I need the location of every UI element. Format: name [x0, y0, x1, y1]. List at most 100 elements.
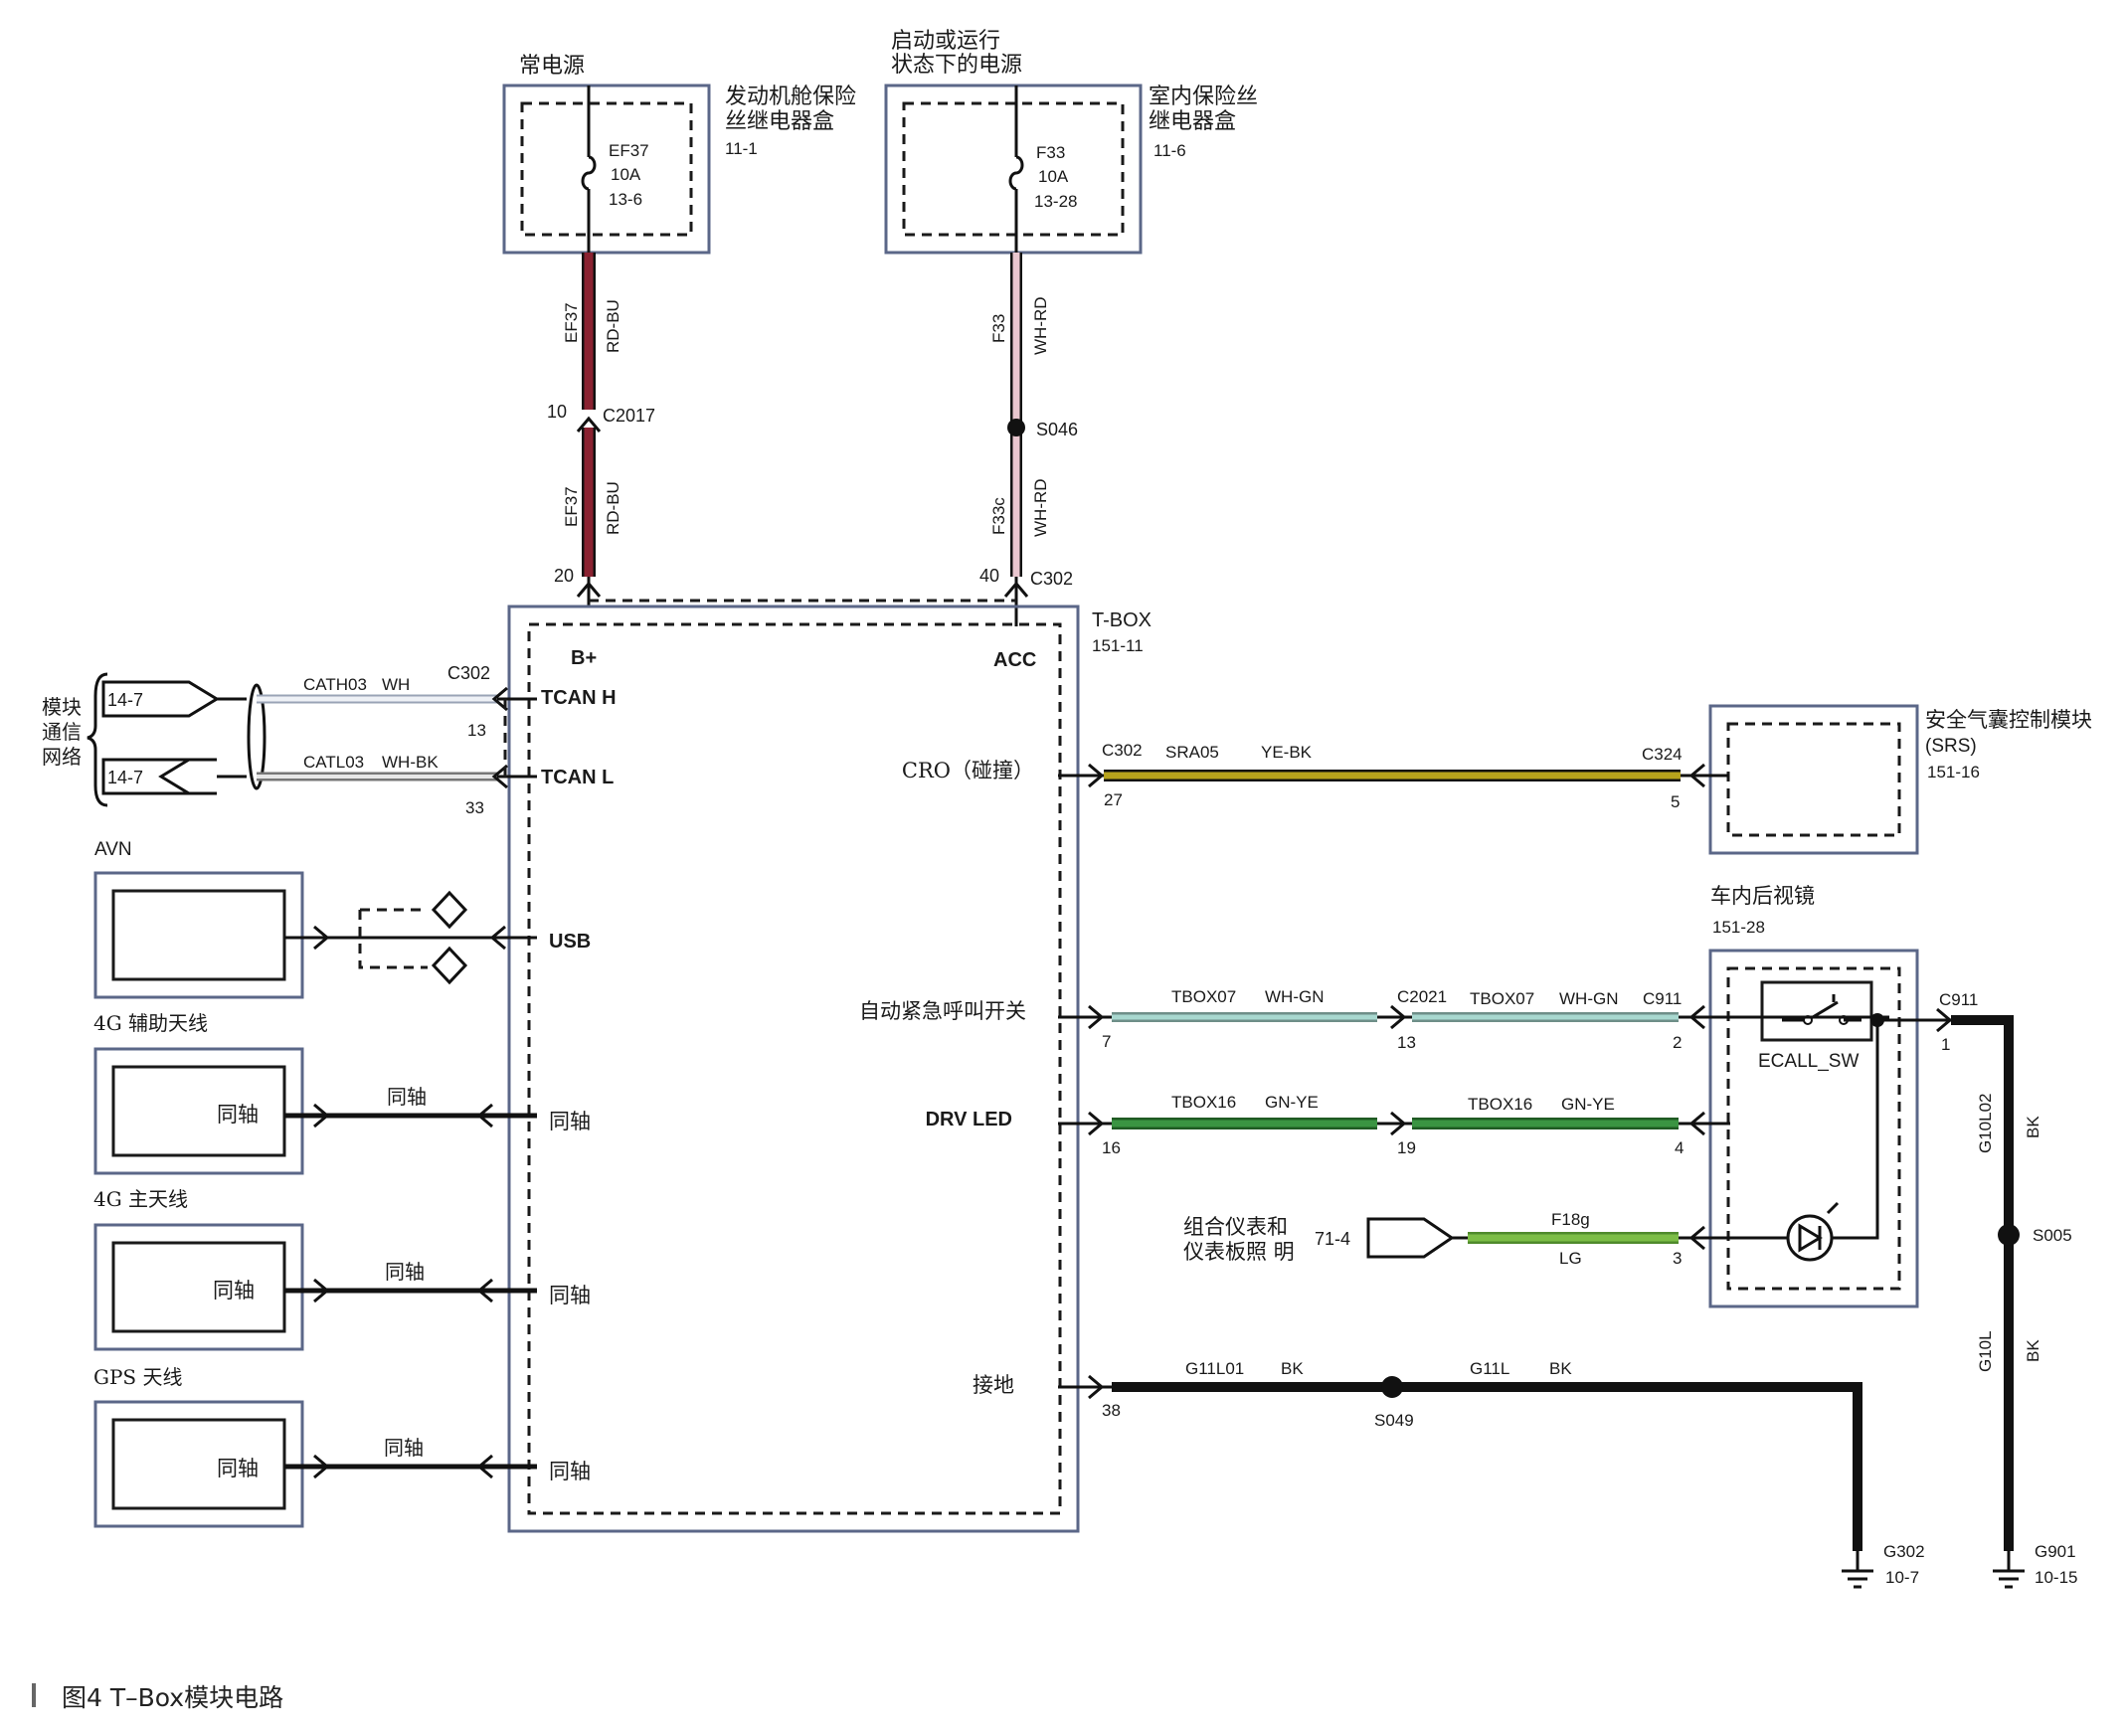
gps-antenna-module: GPS 天线 同轴 同轴: [93, 1365, 537, 1528]
led-circuit-a: TBOX16: [1171, 1093, 1236, 1112]
fuse2-name-line2: 继电器盒: [1149, 109, 1236, 134]
ecall-switch-box: [1760, 980, 1873, 1042]
ef37-lower-circuit: EF37: [562, 486, 581, 527]
aux-antenna-label: 4G 辅助天线: [93, 1011, 208, 1035]
can-l-pin: 33: [465, 798, 484, 817]
pin-acc: ACC: [993, 649, 1036, 671]
fuse2-inner-dash: [902, 101, 1125, 237]
mirror-module: 车内后视镜 151-28 ECALL_SW: [1708, 884, 1919, 1308]
main-antenna-label: 4G 主天线: [93, 1187, 188, 1211]
main-arrow-left-icon: [313, 1278, 330, 1303]
illum-ref: 71-4: [1315, 1229, 1350, 1249]
wire-ef37: EF37 RD-BU 10 C2017 EF37 RD-BU 20: [547, 253, 655, 607]
c911-arrow-icon: [1936, 1007, 1953, 1033]
ef37-lower-color: RD-BU: [604, 481, 622, 535]
gps-wire-label: 同轴: [384, 1436, 424, 1460]
tcan-h-arrow-icon: [491, 686, 508, 712]
drv-led-arrow-icon: [1088, 1111, 1105, 1136]
fuse1-supply-label: 常电源: [519, 54, 585, 79]
srs-module: 安全气囊控制模块 (SRS) 151-16 C302 27 SRA05 YE-B…: [1058, 704, 2092, 855]
gps-arrow-right-icon: [476, 1454, 493, 1479]
can-connector: C302: [447, 663, 490, 683]
tbox-outer-box: [507, 605, 1080, 1533]
srs-color: YE-BK: [1261, 743, 1313, 762]
pin-coax-1: 同轴: [549, 1110, 591, 1133]
pin-tcan-l: TCAN L: [541, 767, 614, 788]
fuse2-name-line1: 室内保险丝: [1149, 85, 1258, 109]
ecall-color-b: WH-GN: [1559, 989, 1618, 1008]
illum-color: LG: [1559, 1249, 1582, 1268]
illum-line1: 组合仪表和: [1183, 1215, 1288, 1239]
g901-label: G901: [2035, 1542, 2076, 1561]
main-antenna-module: 4G 主天线 同轴 同轴: [93, 1187, 537, 1351]
g901-ground-icon: [1993, 1551, 2025, 1589]
wire-drv-led: 16 TBOX16 GN-YE 19 TBOX16 GN-YE 4: [1058, 1093, 1730, 1157]
pin-coax-2: 同轴: [549, 1284, 591, 1307]
led-circuit-b: TBOX16: [1468, 1095, 1532, 1114]
led-mid-pin: 19: [1397, 1138, 1416, 1157]
tbox-ref: 151-11: [1092, 636, 1144, 655]
aux-inner-label: 同轴: [217, 1103, 259, 1127]
avn-label: AVN: [94, 839, 132, 860]
g302-ref: 10-7: [1885, 1568, 1919, 1587]
ground-color-b: BK: [1549, 1359, 1572, 1378]
s049-label: S049: [1374, 1411, 1414, 1430]
usb-shield-icon: [431, 946, 468, 985]
avn-module: AVN: [93, 839, 537, 999]
c302-top-label: C302: [1030, 569, 1073, 589]
fuse2-supply-line1: 启动或运行: [891, 29, 1000, 54]
ef37-upper-color: RD-BU: [604, 299, 622, 353]
g901-ref: 10-15: [2035, 1568, 2077, 1587]
g302-ground-icon: [1842, 1551, 1873, 1589]
fuse2-ref: 11-6: [1153, 141, 1186, 160]
g10l-label: G10L: [1976, 1330, 1995, 1372]
aux-wire-label: 同轴: [387, 1085, 427, 1109]
fuse-box-engine: 常电源 发动机舱保险 丝继电器盒 11-1 EF37 10A 13-6: [502, 54, 856, 255]
figure-caption: 图4 T–Box模块电路: [62, 1683, 284, 1712]
can-h-pin: 13: [467, 721, 486, 740]
aux-antenna-module: 4G 辅助天线 同轴 同轴: [93, 1011, 537, 1175]
ecall-circuit-b: TBOX07: [1470, 989, 1534, 1008]
tcan-l-arrow-icon: [491, 764, 508, 789]
ecall-circuit-a: TBOX07: [1171, 987, 1236, 1006]
gps-inner-label: 同轴: [217, 1457, 259, 1480]
f33c-color: WH-RD: [1031, 478, 1050, 537]
can-h-color: WH: [382, 675, 410, 694]
led-color-a: GN-YE: [1265, 1093, 1319, 1112]
led-mid-arrow-icon: [1390, 1111, 1407, 1136]
mirror-ref: 151-28: [1712, 918, 1765, 937]
srs-right-pin: 5: [1671, 792, 1680, 811]
g10l-color: BK: [2024, 1339, 2042, 1362]
srs-arrow-icon: [1688, 763, 1705, 788]
fuse2-supply-line2: 状态下的电源: [891, 53, 1022, 78]
usb-arrow-left-icon: [313, 925, 330, 951]
can-group-line2: 通信: [42, 720, 82, 744]
c2017-label: C2017: [603, 406, 655, 426]
fuse1-name-line2: 丝继电器盒: [725, 109, 834, 134]
pin-usb: USB: [549, 931, 591, 953]
s049-splice: [1381, 1376, 1403, 1398]
fuse1-fuse-name: EF37: [609, 141, 649, 160]
ef37-upper-circuit: EF37: [562, 302, 581, 343]
c2021-pin: 13: [1397, 1033, 1416, 1052]
g10l02-color: BK: [2024, 1116, 2042, 1138]
illum-pin: 3: [1673, 1249, 1682, 1268]
ground-color-a: BK: [1281, 1359, 1304, 1378]
ecall-switch-label: ECALL_SW: [1758, 1051, 1859, 1072]
can-l-circuit: CATL03: [303, 753, 364, 772]
fuse2-fuse-ref: 13-28: [1034, 192, 1077, 211]
mirror-ecall-arrow-icon: [1688, 1004, 1705, 1030]
pin-ground: 接地: [973, 1373, 1014, 1397]
can-l-color: WH-BK: [382, 753, 439, 772]
led-icon: [1786, 1214, 1834, 1262]
srs-right-connector: C324: [1642, 745, 1683, 764]
fuse1-fuse-rating: 10A: [611, 165, 641, 184]
c2017-pin: 10: [547, 402, 567, 422]
pin-tcan-h: TCAN H: [541, 687, 617, 709]
gps-arrow-left-icon: [313, 1454, 330, 1479]
mirror-name: 车内后视镜: [1710, 884, 1815, 908]
pin-bplus: B+: [571, 647, 597, 669]
ecall-arrow-icon: [1088, 1004, 1105, 1030]
c911-pin: 1: [1941, 1035, 1950, 1054]
